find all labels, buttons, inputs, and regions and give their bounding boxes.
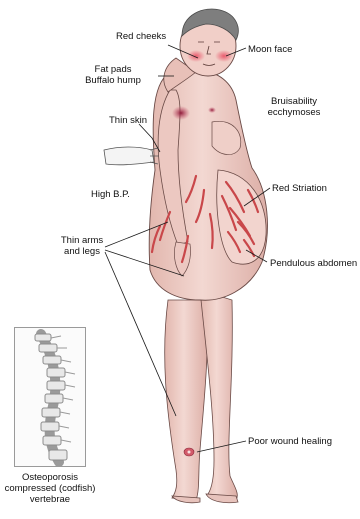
label-thin-skin: Thin skin bbox=[109, 115, 147, 126]
label-fat-pads: Fat pads bbox=[78, 64, 148, 75]
body-figure bbox=[149, 9, 267, 503]
front-leg bbox=[200, 290, 237, 500]
bruise-chest bbox=[208, 107, 216, 113]
label-poor-wound-healing: Poor wound healing bbox=[248, 436, 332, 447]
label-thin-arms: Thin arms bbox=[54, 235, 110, 246]
red-cheek-left bbox=[187, 50, 205, 62]
label-moon-face: Moon face bbox=[248, 44, 292, 55]
label-pendulous-abdomen: Pendulous abdomen bbox=[270, 258, 357, 269]
label-buffalo-hump: Buffalo hump bbox=[78, 75, 148, 86]
label-high-bp: High B.P. bbox=[91, 189, 130, 200]
label-red-striation: Red Striation bbox=[272, 183, 327, 194]
label-compressed-codfish: compressed (codfish) bbox=[0, 483, 100, 494]
label-and-legs: and legs bbox=[54, 246, 110, 257]
label-ecchymoses: ecchymoses bbox=[252, 107, 336, 118]
bruise-arm bbox=[172, 106, 190, 120]
red-cheek-right bbox=[215, 50, 233, 62]
label-bruisability: Bruisability bbox=[252, 96, 336, 107]
osteoporosis-caption: Osteoporosis compressed (codfish) verteb… bbox=[0, 472, 100, 505]
spine-icon bbox=[15, 328, 85, 466]
back-leg bbox=[165, 300, 208, 500]
label-osteoporosis: Osteoporosis bbox=[0, 472, 100, 483]
spine-inset bbox=[14, 327, 86, 467]
gloved-hand bbox=[104, 147, 159, 165]
label-vertebrae: vertebrae bbox=[0, 494, 100, 505]
label-red-cheeks: Red cheeks bbox=[116, 31, 166, 42]
